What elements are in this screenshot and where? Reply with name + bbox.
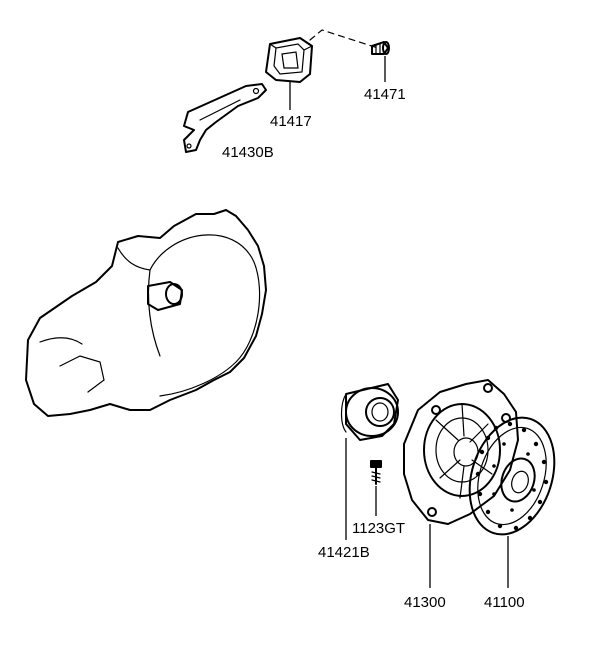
assembly-dash-line (309, 29, 379, 49)
part-label-41100: 41100 (484, 594, 525, 611)
part-label-41421B: 41421B (318, 544, 370, 561)
pivot-bolt-drawing (371, 41, 390, 55)
part-label-41430B: 41430B (222, 144, 274, 161)
part-label-41471: 41471 (364, 86, 406, 103)
part-label-41300: 41300 (404, 594, 446, 611)
bearing-bolt-drawing (370, 460, 382, 485)
transmission-housing-drawing (25, 209, 267, 417)
disc-rivets (475, 421, 549, 531)
clutch-disc-drawing (468, 416, 556, 536)
clutch-cover-drawing (403, 379, 519, 525)
part-label-41417: 41417 (270, 113, 312, 130)
fork-boot-drawing (265, 37, 313, 83)
release-bearing-drawing (340, 383, 399, 441)
part-label-1123GT: 1123GT (352, 520, 405, 537)
release-fork-drawing (183, 83, 267, 153)
